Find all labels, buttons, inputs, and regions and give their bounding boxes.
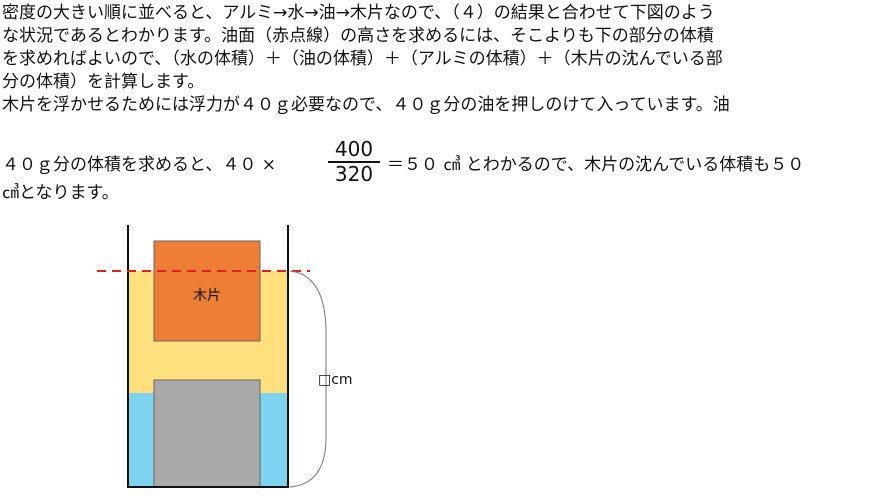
wood-block (153, 240, 261, 342)
calculation-prefix: ４０ｇ分の体積を求めると、４０ × (2, 155, 276, 175)
paragraph1-line: な状況であるとわかります。油面（赤点線）の高さを求めるには、そこよりも下の部分の… (2, 26, 714, 46)
paragraph1-line: 密度の大きい順に並べると、アルミ→水→油→木片なので、（４）の結果と合わせて下図… (2, 3, 715, 23)
fraction: 400 320 (328, 139, 380, 184)
height-label: □cm (318, 372, 353, 388)
aluminum-block (153, 379, 261, 488)
paragraph2-line: 木片を浮かせるためには浮力が４０ｇ必要なので、４０ｇ分の油を押しのけて入っていま… (2, 95, 730, 115)
fraction-denominator: 320 (334, 162, 374, 186)
explanation-text: 密度の大きい順に並べると、アルミ→水→油→木片なので、（４）の結果と合わせて下図… (2, 2, 882, 117)
fraction-numerator: 400 (334, 137, 374, 161)
fraction-bar (328, 161, 380, 163)
wood-label: 木片 (193, 288, 221, 304)
calculation-suffix: ＝５０ ㎤ とわかるので、木片の沈んでいる体積も５０ (387, 155, 805, 175)
paragraph1-line: を求めればよいので、（水の体積）＋（油の体積）＋（アルミの体積）＋（木片の沈んで… (2, 49, 723, 69)
height-brace (289, 270, 327, 488)
paragraph1-line: 分の体積）を計算します。 (2, 72, 205, 92)
paragraph2-last-line: ㎤となります。 (2, 183, 119, 203)
